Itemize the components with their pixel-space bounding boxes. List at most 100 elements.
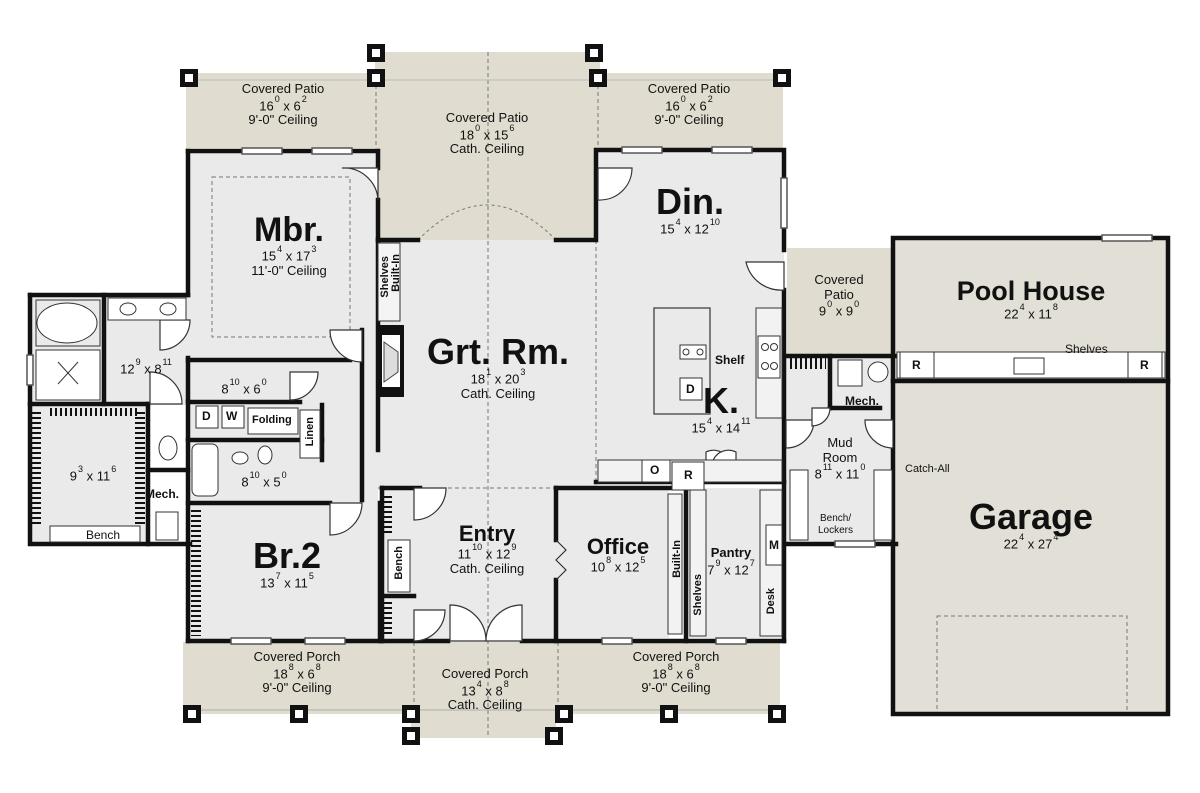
office-dim: 108 x 125	[590, 555, 646, 575]
din-side-door	[745, 261, 785, 291]
mbr-patio-door	[341, 167, 379, 201]
columns	[180, 44, 791, 745]
entry-bench-door	[413, 609, 446, 642]
column-core	[185, 74, 193, 82]
covered-porch-left-fill	[183, 642, 413, 714]
column-core	[295, 710, 303, 718]
pool-house-dim: 224 x 118	[1004, 302, 1058, 322]
linen-box	[299, 409, 321, 459]
bench-locker-right	[873, 469, 893, 541]
fridge-box	[671, 461, 705, 491]
closet-rods	[31, 355, 826, 636]
column-core	[550, 732, 558, 740]
pool-r-left-label: R	[912, 358, 921, 372]
bath2-dim: 810 x 50	[241, 470, 287, 490]
oven-box	[641, 459, 671, 483]
patio-arch	[417, 204, 557, 241]
master-bath-dim: 129 x 811	[120, 357, 172, 377]
garage-door-entry	[864, 419, 894, 449]
hall-label: 810 x 60	[221, 377, 267, 397]
island-sink-basin-1	[682, 348, 690, 356]
din-patio-door	[597, 167, 633, 201]
mud-room-label: Mud Room 811 x 110	[814, 435, 866, 482]
microwave-box	[765, 524, 783, 566]
dryer-box	[195, 405, 219, 429]
din-window-3	[780, 177, 788, 229]
range	[757, 335, 781, 379]
mbr-dim: 154 x 173	[261, 244, 317, 264]
bench-lockers-label-b: Lockers	[818, 525, 854, 536]
mud-sink	[837, 359, 863, 387]
kitchen-island	[653, 307, 711, 415]
covered-porch-right-dim: 188 x 68	[652, 661, 700, 681]
grt-builtin-box	[377, 242, 401, 322]
shower-drain-line-2	[57, 361, 79, 385]
dishwasher-label: D	[686, 382, 695, 396]
bench-lockers-label-a: Bench/	[820, 513, 852, 524]
pantry-shelving	[667, 489, 783, 637]
column-core	[778, 74, 786, 82]
kitchen-dim: 154 x 1411	[691, 416, 751, 436]
mech-left-label: Mech.	[145, 487, 180, 501]
closet-label: 93 x 116	[69, 464, 117, 484]
toilet-master	[158, 435, 178, 461]
office-window	[601, 637, 633, 645]
office-shelves-label: Shelves	[692, 574, 704, 616]
br2-window-2	[304, 637, 346, 645]
bath2-tub	[191, 443, 219, 497]
covered-porch-right-fill	[555, 642, 780, 714]
shelves-label: Shelves	[1065, 342, 1108, 356]
covered-patio-left-dim: 160 x 62	[259, 93, 307, 113]
garage-outer-wall	[890, 235, 1171, 717]
bench-locker-left	[789, 469, 809, 541]
pool-counter	[896, 351, 1166, 379]
column-core	[372, 74, 380, 82]
mbr-label: Mbr. 154 x 173 11'-0" Ceiling	[251, 211, 327, 278]
master-bath-fixtures	[35, 297, 187, 541]
desk-label: Desk	[765, 588, 777, 615]
covered-patio-small-fill	[787, 248, 892, 356]
island-sink-basin-2	[696, 348, 704, 356]
covered-porch-right-label: Covered Porch 188 x 68 9'-0" Ceiling	[632, 649, 720, 696]
mbr-fill	[188, 151, 378, 361]
bath-door	[159, 319, 191, 351]
closet-fill	[30, 404, 150, 544]
dishwasher-box	[679, 377, 703, 401]
front-door-right	[485, 604, 523, 642]
pantry-dim: 79 x 127	[707, 557, 755, 577]
column-core	[665, 710, 673, 718]
dryer-label: D	[202, 409, 211, 423]
closet-bench-box	[49, 525, 141, 543]
pool-fridge-right	[1127, 351, 1163, 379]
vanity-sink-1	[119, 302, 137, 316]
hall-fixtures	[191, 405, 321, 497]
column-core	[590, 49, 598, 57]
washer-label: W	[226, 409, 238, 423]
covered-patio-right-label: Covered Patio 160 x 62 9'-0" Ceiling	[647, 81, 731, 128]
burner-1	[761, 343, 769, 351]
closet-dim: 93 x 116	[69, 464, 117, 484]
garage-dim: 224 x 274	[1003, 532, 1059, 552]
burner-3	[761, 362, 769, 370]
column-core	[773, 710, 781, 718]
hall-dim: 810 x 60	[221, 377, 267, 397]
office-fill	[556, 488, 669, 638]
covered-porch-left-dim: 188 x 68	[273, 661, 321, 681]
column-core	[188, 710, 196, 718]
din-window-1	[621, 146, 663, 154]
vanity-sink-2	[159, 302, 177, 316]
column-cores	[185, 49, 786, 740]
shelf-label: Shelf	[715, 353, 745, 367]
entry-closet-door	[413, 487, 447, 521]
fireplace-firebox	[383, 341, 399, 383]
din-dim: 154 x 1210	[660, 217, 720, 237]
covered-patio-center-label: Covered Patio 180 x 156 Cath. Ceiling	[445, 110, 529, 157]
refrigerator-label: R	[684, 468, 693, 482]
office-builtin-label: Built-In	[671, 540, 683, 578]
pantry-window	[715, 637, 747, 645]
master-bath-label: 129 x 811	[120, 357, 172, 377]
catch-all-label: Catch-All	[905, 463, 950, 475]
garage-door-outline	[936, 615, 1128, 715]
column-core	[407, 732, 415, 740]
